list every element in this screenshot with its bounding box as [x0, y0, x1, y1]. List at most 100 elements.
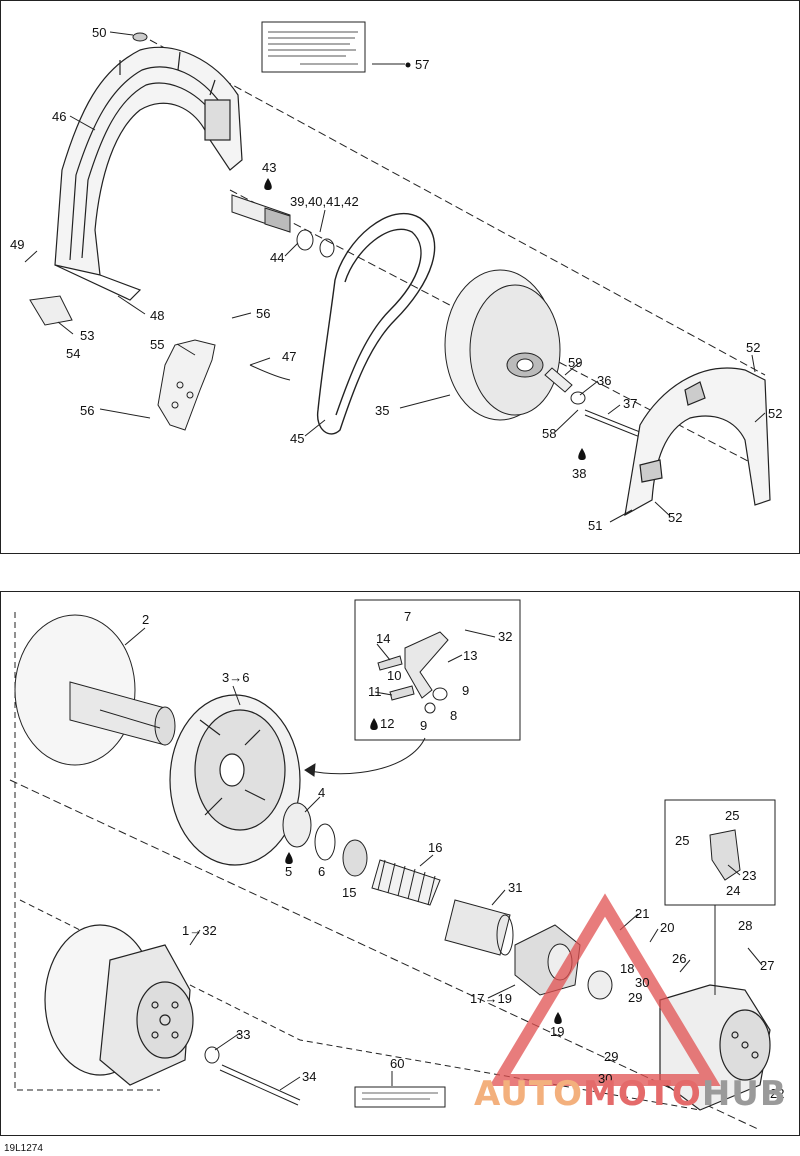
callout-29b: 29 — [604, 1049, 618, 1064]
callout-6: 6 — [318, 864, 325, 879]
part-50-plug — [132, 32, 148, 42]
part-55-bracket — [157, 339, 216, 431]
top-callouts: 50 57 46 43 39,40,41,42 49 44 48 53 56 5… — [10, 25, 782, 533]
callout-11: 11 — [368, 684, 382, 699]
part-47-pin — [249, 364, 291, 381]
part-59-spacer — [544, 367, 573, 393]
callout-28: 28 — [738, 918, 752, 933]
part-4-bushing — [282, 802, 312, 848]
callout-9: 9 — [462, 683, 469, 698]
callout-9b: 9 — [420, 718, 427, 733]
callout-30: 30 — [635, 975, 649, 990]
callout-36: 36 — [597, 373, 611, 388]
part-44-ring — [296, 229, 314, 251]
callout-35: 35 — [375, 403, 389, 418]
bottom-callouts: 2 7 32 14 13 3→6 11 10 9 12 9 8 4 16 5 6… — [142, 609, 784, 1101]
part-14-pin — [377, 655, 403, 671]
callout-30b: 30 — [598, 1071, 612, 1086]
part-35-driven-pulley — [444, 269, 561, 421]
callout-25: 25 — [725, 808, 739, 823]
callout-55: 55 — [150, 337, 164, 352]
callout-1-32: 1→32 — [182, 923, 217, 938]
callout-31: 31 — [508, 880, 522, 895]
callout-22: 22 — [770, 1086, 784, 1101]
image-reference-code: 19L1274 — [4, 1143, 43, 1154]
callout-59: 59 — [568, 355, 582, 370]
callout-32: 32 — [498, 629, 512, 644]
callout-48: 48 — [150, 308, 164, 323]
callout-19: 19 — [550, 1024, 564, 1039]
callout-21: 21 — [635, 906, 649, 921]
callout-13: 13 — [463, 648, 477, 663]
part-31-cover — [444, 899, 514, 956]
callout-45: 45 — [290, 431, 304, 446]
lubricant-drop-icons — [264, 178, 586, 1024]
callout-17-19: 17→19 — [470, 991, 512, 1006]
part-46-guard — [54, 46, 243, 301]
callout-52-top: 52 — [746, 340, 760, 355]
callout-52-right: 52 — [768, 406, 782, 421]
callout-25b: 25 — [675, 833, 689, 848]
callout-50: 50 — [92, 25, 106, 40]
callout-52-bottom: 52 — [668, 510, 682, 525]
part-45-drive-belt — [316, 212, 436, 435]
callout-56b: 56 — [80, 403, 94, 418]
callout-20: 20 — [660, 920, 674, 935]
callout-56: 56 — [256, 306, 270, 321]
watermark-part-hub: HUB — [701, 1074, 787, 1114]
callout-38: 38 — [572, 466, 586, 481]
part-43-shaft — [231, 194, 291, 233]
callout-24: 24 — [726, 883, 740, 898]
bottom-boundary-line — [14, 612, 160, 1091]
part-36-washer — [570, 391, 586, 405]
callout-43: 43 — [262, 160, 276, 175]
watermark-text: AUTOMOTOHUB — [474, 1074, 787, 1114]
callout-5: 5 — [285, 864, 292, 879]
callout-7: 7 — [404, 609, 411, 624]
part-3-movable-sheave — [169, 694, 301, 866]
callout-8: 8 — [450, 708, 457, 723]
watermark-part-auto: AUTO — [474, 1074, 583, 1114]
callout-39-42: 39,40,41,42 — [290, 194, 359, 209]
part-60-label — [354, 1086, 446, 1108]
part-6-ring — [314, 823, 336, 861]
callout-27: 27 — [760, 958, 774, 973]
callout-14: 14 — [376, 631, 390, 646]
callout-26: 26 — [672, 951, 686, 966]
bottom-centerline — [9, 779, 761, 1131]
watermark-part-moto: MOTO — [582, 1074, 702, 1114]
callout-29: 29 — [628, 990, 642, 1005]
part-2-fixed-sheave — [14, 614, 176, 766]
callout-57: 57 — [415, 57, 429, 72]
inset-lever-box — [354, 599, 521, 741]
callout-4: 4 — [318, 785, 325, 800]
part-23-weight — [709, 829, 741, 881]
callout-47: 47 — [282, 349, 296, 364]
callout-54: 54 — [66, 346, 80, 361]
part-7-lever-arm — [404, 631, 449, 699]
part-10-pin — [389, 685, 415, 701]
callout-37: 37 — [623, 396, 637, 411]
callout-23: 23 — [742, 868, 756, 883]
part-33-washer — [204, 1046, 220, 1064]
part-16-spring — [371, 859, 441, 906]
inset-pointer-arrow — [304, 737, 426, 775]
part-18-roller — [587, 970, 613, 1000]
callout-44: 44 — [270, 250, 284, 265]
part-37-bolt — [584, 409, 641, 438]
part-1-drive-pulley-assembly — [44, 924, 194, 1086]
part-39-ring — [319, 238, 335, 258]
callout-60: 60 — [390, 1056, 404, 1071]
callout-53: 53 — [80, 328, 94, 343]
top-centerline — [149, 39, 766, 376]
callout-58: 58 — [542, 426, 556, 441]
part-9-roller — [432, 687, 448, 701]
part-8-washer — [424, 702, 436, 714]
callout-49: 49 — [10, 237, 24, 252]
part-15-seat — [342, 839, 368, 877]
callout-46: 46 — [52, 109, 66, 124]
callout-18: 18 — [620, 961, 634, 976]
callout-33: 33 — [236, 1027, 250, 1042]
part-53-plate — [29, 295, 73, 326]
